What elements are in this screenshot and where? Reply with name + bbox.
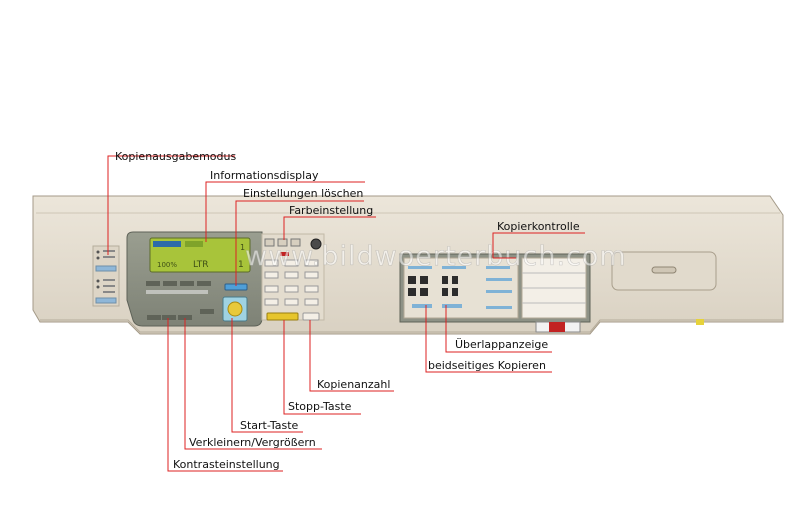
contrast-button[interactable] bbox=[147, 315, 161, 320]
leader-lines bbox=[107, 155, 585, 472]
label-kontrasteinstellung: Kontrasteinstellung bbox=[173, 458, 280, 471]
key[interactable] bbox=[284, 259, 299, 267]
indicator-light bbox=[696, 319, 704, 325]
color-setting-button-1[interactable] bbox=[264, 238, 275, 247]
label-ueberlappanzeige: Überlappanzeige bbox=[455, 338, 548, 351]
color-setting-button-2[interactable] bbox=[277, 238, 288, 247]
label-kopierkontrolle: Kopierkontrolle bbox=[497, 220, 580, 233]
label-kopienausgabemodus: Kopienausgabemodus bbox=[115, 150, 236, 163]
display-count: 1 bbox=[238, 260, 244, 270]
overlap-button[interactable] bbox=[442, 304, 462, 308]
start-button-face bbox=[227, 301, 243, 317]
copy-control-button[interactable] bbox=[408, 266, 432, 269]
copy-control-button[interactable] bbox=[486, 306, 512, 309]
copy-control-button[interactable] bbox=[486, 266, 510, 269]
label-start-taste: Start-Taste bbox=[240, 419, 299, 432]
stop-button[interactable] bbox=[266, 312, 299, 321]
overlap-icon bbox=[452, 288, 458, 296]
paper-tray-handle bbox=[611, 251, 717, 291]
panel-button-3[interactable] bbox=[180, 281, 194, 286]
duplex-icon bbox=[420, 288, 428, 296]
output-mode-button-2[interactable] bbox=[95, 297, 117, 304]
copy-control-button[interactable] bbox=[486, 278, 512, 281]
callout-labels: Kopienausgabemodus Informationsdisplay E… bbox=[115, 150, 580, 471]
label-beidseitiges-kopieren: beidseitiges Kopieren bbox=[428, 359, 546, 372]
key[interactable] bbox=[264, 259, 279, 267]
duplex-icon bbox=[408, 276, 416, 284]
label-informationsdisplay: Informationsdisplay bbox=[210, 169, 319, 182]
key[interactable] bbox=[304, 259, 319, 267]
key[interactable] bbox=[264, 285, 279, 293]
overlap-icon bbox=[442, 288, 448, 296]
output-mode-button-1[interactable] bbox=[95, 265, 117, 272]
copy-count-button[interactable] bbox=[302, 312, 320, 321]
key[interactable] bbox=[264, 271, 279, 279]
label-einstellungen-loeschen: Einstellungen löschen bbox=[243, 187, 363, 200]
duplex-icon bbox=[420, 276, 428, 284]
label-verkleinern-vergroessern: Verkleinern/Vergrößern bbox=[189, 436, 316, 449]
contrast-bar[interactable] bbox=[162, 315, 176, 320]
key[interactable] bbox=[264, 298, 279, 306]
copy-control-panel bbox=[399, 253, 591, 333]
output-mode-indicators bbox=[92, 245, 120, 307]
key[interactable] bbox=[304, 271, 319, 279]
copy-control-button[interactable] bbox=[486, 290, 512, 293]
duplex-icon bbox=[408, 288, 416, 296]
label-kopienanzahl: Kopienanzahl bbox=[317, 378, 390, 391]
panel-button-5[interactable] bbox=[200, 309, 214, 314]
key[interactable] bbox=[284, 298, 299, 306]
key[interactable] bbox=[284, 285, 299, 293]
copy-control-button[interactable] bbox=[442, 266, 466, 269]
display-zoom: 100% bbox=[157, 261, 177, 269]
label-stopp-taste: Stopp-Taste bbox=[288, 400, 352, 413]
power-indicator bbox=[310, 238, 322, 250]
overlap-icon bbox=[452, 276, 458, 284]
status-indicator bbox=[549, 322, 565, 332]
label-farbeinstellung: Farbeinstellung bbox=[289, 204, 373, 217]
keypad-area bbox=[261, 233, 325, 321]
overlap-icon bbox=[442, 276, 448, 284]
panel-button-1[interactable] bbox=[146, 281, 160, 286]
watermark: www.bildwoerterbuch.com bbox=[245, 241, 627, 272]
key[interactable] bbox=[284, 271, 299, 279]
reduce-enlarge-button[interactable] bbox=[178, 315, 192, 320]
color-setting-button-3[interactable] bbox=[290, 238, 301, 247]
panel-button-2[interactable] bbox=[163, 281, 177, 286]
display-paper: LTR bbox=[193, 260, 209, 270]
key[interactable] bbox=[304, 298, 319, 306]
control-panel: 1 100% LTR 1 bbox=[126, 231, 263, 327]
color-indicator bbox=[280, 252, 289, 256]
display-line1: 1 bbox=[240, 243, 245, 252]
key[interactable] bbox=[304, 285, 319, 293]
duplex-button[interactable] bbox=[412, 304, 432, 308]
panel-button-4[interactable] bbox=[197, 281, 211, 286]
